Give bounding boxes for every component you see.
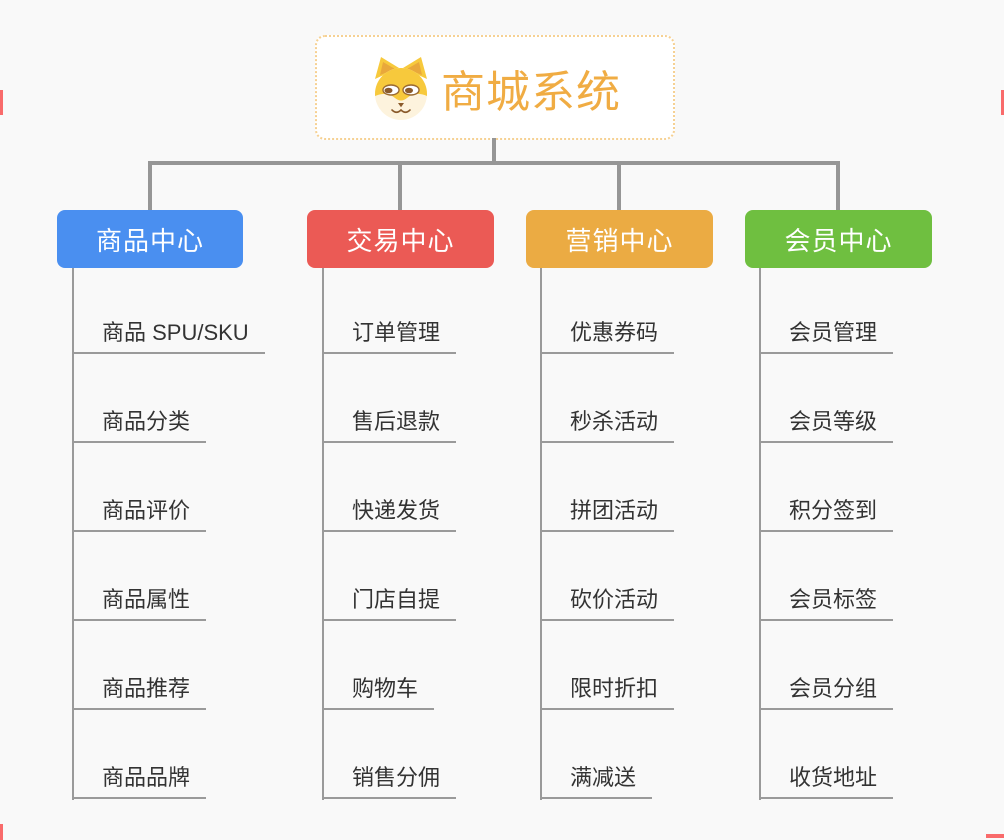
connector-stub-trade <box>398 161 402 210</box>
leaf-node[interactable]: 商品属性 <box>72 587 207 621</box>
branch-node-trade[interactable]: 交易中心 <box>307 210 494 268</box>
leaf-node[interactable]: 拼团活动 <box>540 498 675 532</box>
leaf-node[interactable]: 会员管理 <box>759 320 894 354</box>
edge-mark <box>0 90 3 115</box>
leaf-node[interactable]: 商品品牌 <box>72 765 207 799</box>
branch-trunk-member <box>759 268 761 800</box>
leaf-node[interactable]: 积分签到 <box>759 498 894 532</box>
leaf-node[interactable]: 优惠券码 <box>540 320 675 354</box>
root-title: 商城系统 <box>441 67 621 117</box>
branch-node-product[interactable]: 商品中心 <box>57 210 243 268</box>
branch-node-member[interactable]: 会员中心 <box>745 210 932 268</box>
connector-root-stem <box>492 138 496 164</box>
leaf-node[interactable]: 订单管理 <box>322 320 457 354</box>
leaf-node[interactable]: 快递发货 <box>322 498 457 532</box>
leaf-node[interactable]: 售后退款 <box>322 409 457 443</box>
leaf-node[interactable]: 收货地址 <box>759 765 894 799</box>
leaf-node[interactable]: 销售分佣 <box>322 765 457 799</box>
leaf-node[interactable]: 购物车 <box>322 676 435 710</box>
connector-stub-product <box>148 161 152 210</box>
edge-mark <box>986 834 1004 838</box>
root-node[interactable]: 商城系统 <box>315 35 675 140</box>
connector-horizontal <box>148 161 840 165</box>
doge-icon <box>375 56 427 120</box>
leaf-node[interactable]: 商品分类 <box>72 409 207 443</box>
leaf-node[interactable]: 门店自提 <box>322 587 457 621</box>
branch-trunk-marketing <box>540 268 542 800</box>
leaf-node[interactable]: 满减送 <box>540 765 653 799</box>
branch-node-marketing[interactable]: 营销中心 <box>526 210 713 268</box>
connector-stub-member <box>836 161 840 210</box>
leaf-node[interactable]: 商品 SPU/SKU <box>72 320 265 354</box>
leaf-node[interactable]: 秒杀活动 <box>540 409 675 443</box>
branch-trunk-trade <box>322 268 324 800</box>
leaf-node[interactable]: 会员分组 <box>759 676 894 710</box>
edge-mark <box>0 824 3 840</box>
leaf-node[interactable]: 砍价活动 <box>540 587 675 621</box>
leaf-node[interactable]: 会员等级 <box>759 409 894 443</box>
connector-stub-marketing <box>617 161 621 210</box>
branch-trunk-product <box>72 268 74 800</box>
leaf-node[interactable]: 会员标签 <box>759 587 894 621</box>
leaf-node[interactable]: 商品推荐 <box>72 676 207 710</box>
leaf-node[interactable]: 商品评价 <box>72 498 207 532</box>
edge-mark <box>1001 90 1004 115</box>
leaf-node[interactable]: 限时折扣 <box>540 676 675 710</box>
